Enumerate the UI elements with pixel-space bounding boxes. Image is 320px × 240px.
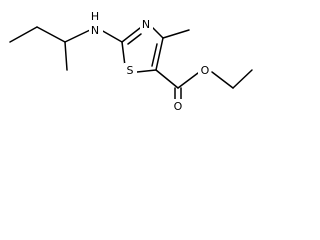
bond-ch2-to-ch3	[232, 69, 253, 89]
bond-c4-methyl	[162, 29, 190, 39]
bond-nh-to-ring	[100, 29, 123, 43]
atom-label-o-ester: O	[201, 64, 210, 77]
chemical-structure: H N N S O O	[9, 10, 253, 113]
bond-ethyl-ch2	[36, 26, 66, 43]
bond-s1-c2	[121, 41, 126, 67]
bond-c5-carbonyl-c	[155, 69, 179, 89]
bond-c2-n3-inner	[127, 33, 142, 45]
atom-label-o-carbonyl: O	[174, 100, 183, 113]
bond-c4-c5-inner	[151, 43, 158, 67]
atom-label-s-ring: S	[127, 64, 134, 77]
bond-c4-c5-outer	[155, 37, 164, 71]
bond-ch-to-nh	[64, 29, 91, 43]
bond-methyl-branch	[64, 41, 68, 71]
bond-ethyl-terminal	[9, 26, 38, 43]
bond-c2-n3-outer	[121, 27, 141, 43]
bond-o-to-ch2	[211, 71, 234, 89]
bond-c5-s1	[136, 69, 157, 73]
bond-n3-c4	[151, 26, 164, 39]
bond-carbonyl-c-to-o	[177, 72, 199, 89]
atom-label-n-ring: N	[142, 18, 150, 31]
atom-label-h: H	[91, 10, 99, 23]
atom-label-n-amino: N	[91, 24, 99, 37]
